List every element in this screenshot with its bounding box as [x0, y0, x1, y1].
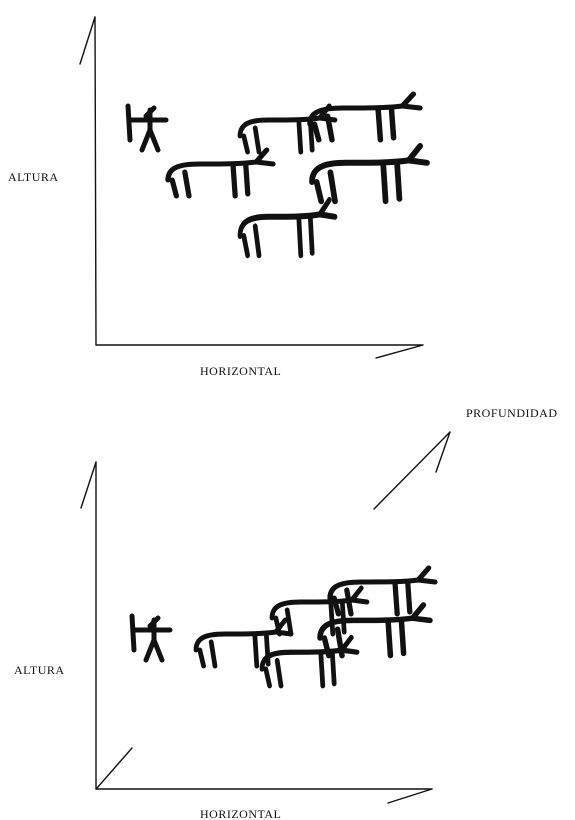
top-vertical-axis — [80, 17, 96, 345]
top-altura-label: ALTURA — [8, 170, 59, 184]
top-horizontal-axis — [96, 345, 423, 358]
top-horizontal-label: HORIZONTAL — [200, 364, 281, 378]
profundidad-label: PROFUNDIDAD — [466, 406, 558, 420]
bottom-depth-stub — [97, 748, 132, 788]
top-panel: ALTURA HORIZONTAL — [8, 17, 427, 378]
bottom-horizontal-label: HORIZONTAL — [200, 807, 281, 820]
bottom-panel: PROFUNDIDAD ALTURA HORIZONTAL — [14, 406, 558, 820]
top-animal-4 — [312, 146, 427, 201]
top-animal-3 — [310, 94, 420, 140]
top-animal-5 — [240, 200, 335, 255]
top-hunter-figure — [128, 106, 166, 150]
bottom-animal-5 — [262, 638, 357, 686]
bottom-altura-label: ALTURA — [14, 663, 65, 677]
top-animal-1 — [168, 150, 273, 196]
bottom-horizontal-axis — [96, 789, 432, 803]
bottom-vertical-axis — [81, 462, 96, 789]
bottom-hunter-figure — [132, 616, 170, 660]
depth-axis — [374, 432, 450, 509]
